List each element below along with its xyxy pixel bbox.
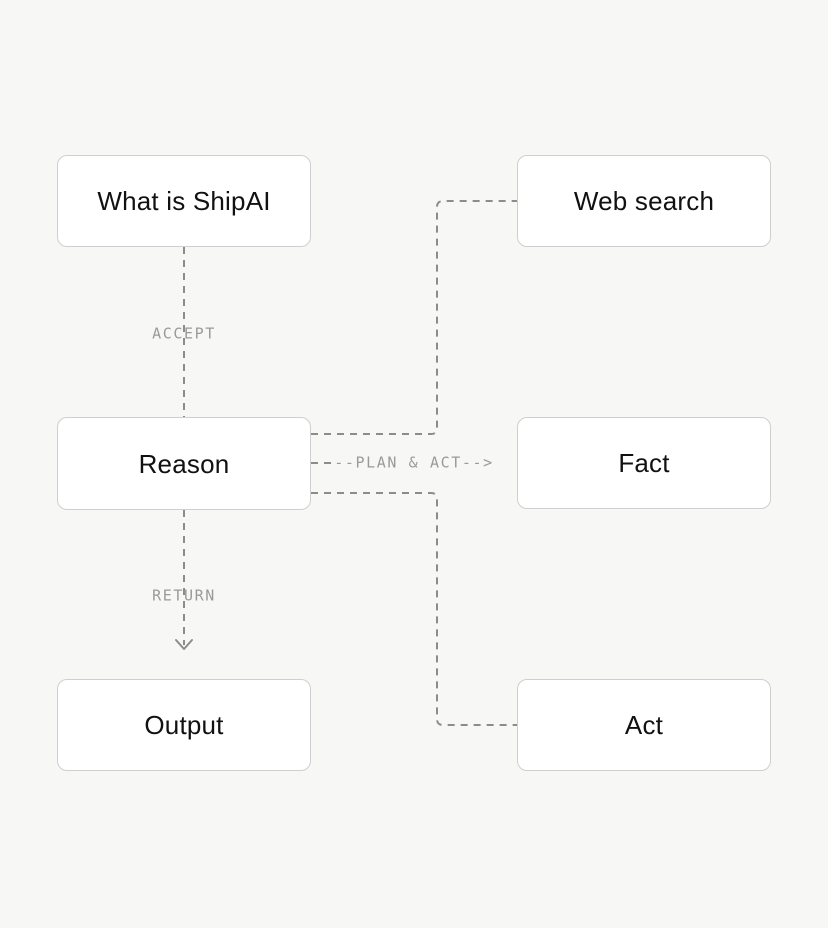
node-question-label: What is ShipAI — [97, 186, 271, 216]
node-act[interactable]: Act — [517, 679, 771, 771]
edge-label-return: RETURN — [152, 586, 216, 605]
node-reason-label: Reason — [138, 448, 230, 479]
node-fact[interactable]: Fact — [517, 417, 771, 509]
node-reason[interactable]: Reason — [57, 417, 311, 510]
edge-label-plan-and-act: --PLAN & ACT--> — [332, 452, 496, 474]
node-output-label: Output — [144, 710, 224, 740]
return-arrowhead-icon — [175, 639, 193, 650]
node-act-label: Act — [624, 710, 664, 740]
edge-plan-act-act — [311, 492, 517, 726]
node-web-search[interactable]: Web search — [517, 155, 771, 247]
node-fact-label: Fact — [618, 448, 670, 478]
edge-plan-act-web-search — [311, 200, 517, 435]
node-web-search-label: Web search — [573, 186, 715, 216]
node-question[interactable]: What is ShipAI — [57, 155, 311, 247]
node-output[interactable]: Output — [57, 679, 311, 771]
edge-label-accept: ACCEPT — [152, 324, 216, 343]
